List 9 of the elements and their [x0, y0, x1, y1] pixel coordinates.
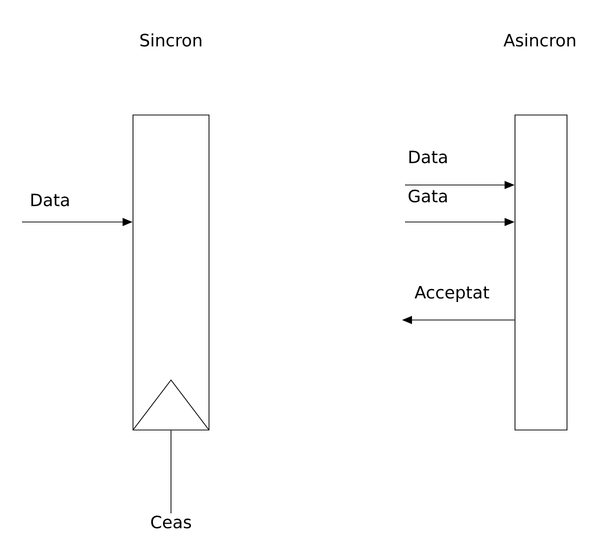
heading: Asincron — [504, 33, 576, 47]
heading: Sincron — [140, 33, 202, 47]
register-box — [514, 114, 568, 430]
register-box — [132, 114, 210, 430]
edge-label: Data — [409, 150, 447, 164]
signal-label: Ceas — [151, 516, 191, 528]
edge-label: Gata — [408, 190, 447, 202]
edge-label: Acceptat — [414, 286, 490, 302]
edge-label: Data — [31, 194, 69, 206]
